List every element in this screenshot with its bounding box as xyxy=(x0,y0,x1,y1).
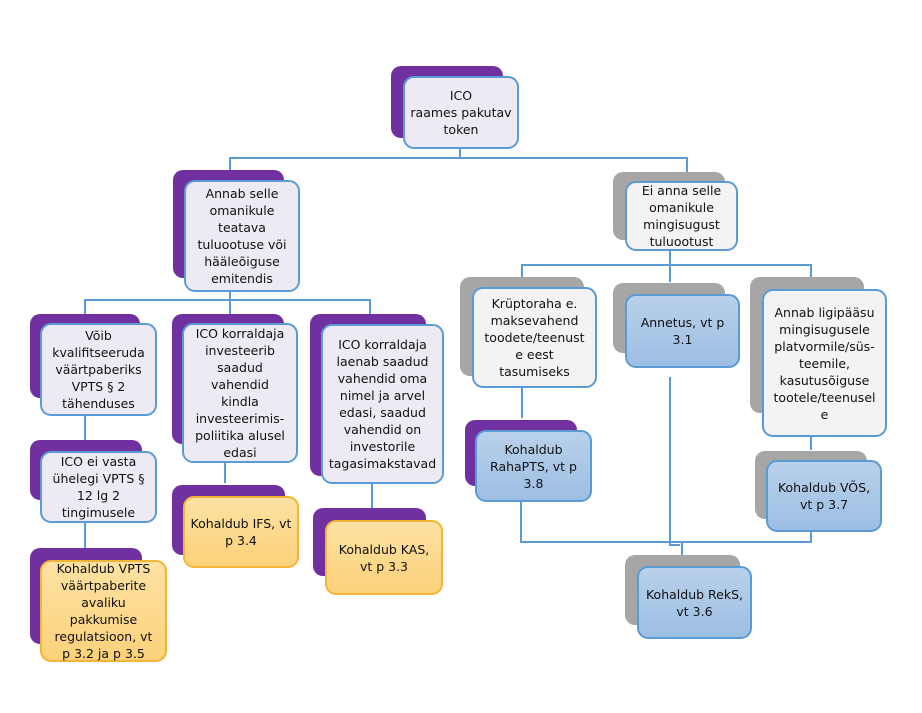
node-may-qualify-security[interactable]: Võib kvalifitseeruda väärtpaberiks VPTS … xyxy=(40,323,157,416)
connector-r1a-reks xyxy=(520,490,683,555)
connector-root-branch xyxy=(229,157,688,180)
node-income-expectation[interactable]: Annab selle omanikule teatava tuluootuse… xyxy=(184,180,300,292)
node-reks-applies[interactable]: Kohaldub RekS, vt 3.6 xyxy=(637,566,752,639)
node-rahapts-applies[interactable]: Kohaldub RahaPTS, vt p 3.8 xyxy=(475,430,592,502)
node-platform-access[interactable]: Annab ligipääsu mingisugusele platvormil… xyxy=(762,289,887,437)
connector-left-branch xyxy=(84,299,371,315)
node-no-income-expectation[interactable]: Ei anna selle omanikule mingisugust tulu… xyxy=(625,181,738,251)
node-vpts-applies[interactable]: Kohaldub VPTS väärtpaberite avaliku pakk… xyxy=(40,560,167,662)
node-ifs-applies[interactable]: Kohaldub IFS, vt p 3.4 xyxy=(183,496,299,568)
node-lends-funds[interactable]: ICO korraldaja laenab saadud vahendid om… xyxy=(321,324,444,484)
node-vos-applies[interactable]: Kohaldub VÕS, vt p 3.7 xyxy=(766,460,882,532)
node-donation[interactable]: Annetus, vt p 3.1 xyxy=(625,294,740,368)
connector-r3a-reks xyxy=(682,530,812,543)
node-invests-funds[interactable]: ICO korraldaja investeerib saadud vahend… xyxy=(182,323,298,463)
node-ico-token[interactable]: ICO raames pakutav token xyxy=(403,76,519,149)
node-no-vpts-12-condition[interactable]: ICO ei vasta ühelegi VPTS § 12 lg 2 ting… xyxy=(40,451,157,523)
connector-right-branch xyxy=(521,264,812,280)
node-kas-applies[interactable]: Kohaldub KAS, vt p 3.3 xyxy=(325,520,443,595)
node-crypto-payment[interactable]: Krüptoraha e. maksevahend toodete/teenus… xyxy=(472,287,597,388)
connector-r2-down xyxy=(669,377,680,546)
